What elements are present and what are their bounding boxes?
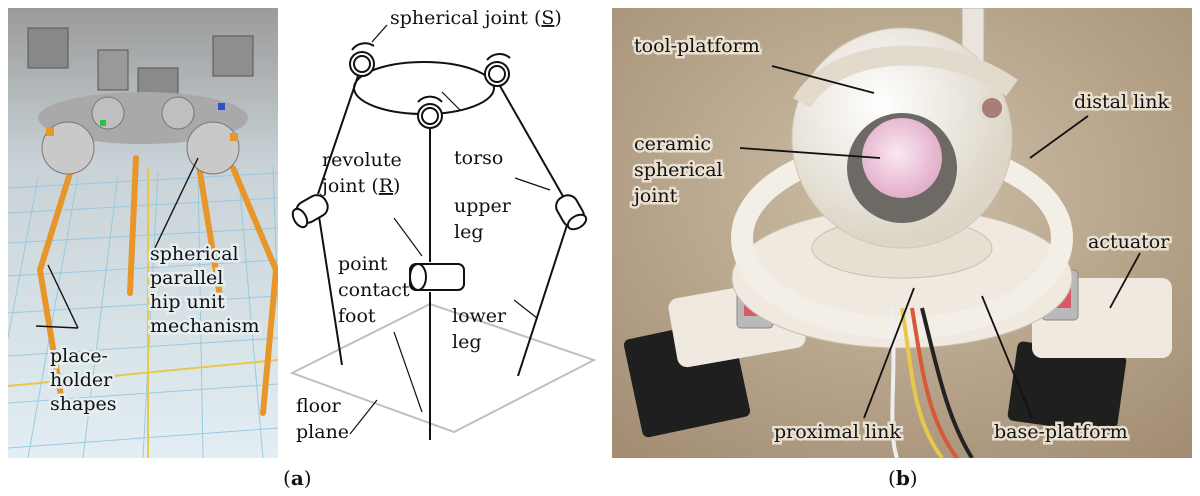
- upper-leg-label-line2: leg: [454, 221, 483, 243]
- hip-label-line2: parallel: [150, 267, 223, 289]
- tool-platform-label: tool-platform: [634, 35, 760, 57]
- ceramic-label-line3: joint: [632, 185, 678, 207]
- caption-a: (a): [283, 466, 312, 490]
- revolute-label-line1: revolute: [322, 149, 402, 171]
- point-contact-label-line1: point: [338, 253, 388, 275]
- robot-body: [27, 27, 254, 175]
- caption-b: (b): [888, 466, 918, 490]
- spherical-joint-label: spherical joint (S): [390, 7, 562, 29]
- robot-render-image: spherical parallel hip unit mechanism pl…: [8, 8, 278, 458]
- actuator-label: actuator: [1088, 231, 1170, 253]
- point-contact-label-line2: contact: [338, 279, 410, 301]
- revolute-label-line2: joint (R): [320, 175, 400, 197]
- floor-axis: [8, 168, 278, 458]
- revolute-joints: [291, 194, 588, 291]
- leg-mid-right: [195, 157, 223, 299]
- leg-mid-left: [127, 155, 139, 296]
- base-platform-label: base-platform: [994, 421, 1128, 443]
- schematic-legs: [317, 75, 569, 440]
- leg-right: [230, 165, 278, 416]
- floor-plane: [289, 302, 597, 434]
- hip-label-line3: hip unit: [150, 291, 225, 313]
- floor-plane-label-line2: plane: [296, 421, 349, 443]
- floor-plane-label-line1: floor: [296, 395, 342, 417]
- hip-label-line1: spherical: [150, 243, 239, 265]
- spherical-joints: [349, 51, 510, 129]
- placeholder-label-line1: place-: [50, 345, 108, 367]
- hip-label-line4: mechanism: [150, 315, 260, 337]
- leg-schematic: spherical joint (S) torso revolute joint…: [289, 7, 597, 443]
- placeholder-label-line3: shapes: [50, 393, 116, 415]
- lower-leg-label-line1: lower: [452, 305, 507, 327]
- torso-label: torso: [454, 147, 503, 169]
- point-contact-label-line3: foot: [338, 305, 376, 327]
- orange-legs: [36, 155, 278, 416]
- lower-leg-label-line2: leg: [452, 331, 481, 353]
- ceramic-label-line1: ceramic: [634, 133, 711, 155]
- placeholder-label-line2: holder: [50, 369, 113, 391]
- distal-link-label: distal link: [1074, 91, 1169, 113]
- proximal-link-label: proximal link: [774, 421, 901, 443]
- floor-grid: [8, 165, 278, 458]
- leg-left: [36, 170, 73, 411]
- upper-leg-label-line1: upper: [454, 195, 512, 217]
- ceramic-label-line2: spherical: [634, 159, 723, 181]
- hip-unit-photo: tool-platform distal link ceramic spheri…: [612, 8, 1192, 458]
